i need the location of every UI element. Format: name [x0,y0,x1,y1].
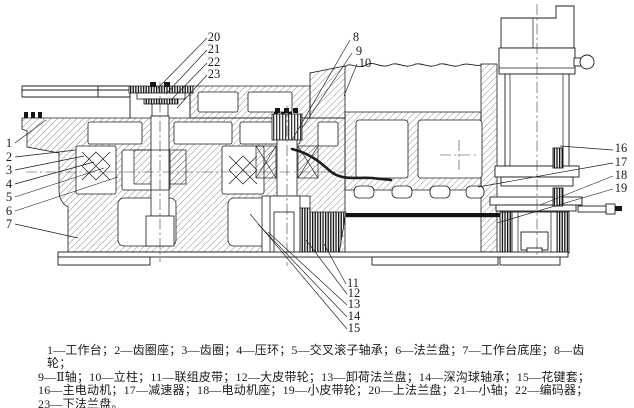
callout-18: 18 [615,168,628,182]
pulley-grooves [299,207,311,255]
thick-break-curve [290,147,393,182]
encoder-body [136,92,186,100]
eyebolt [579,54,595,70]
crossed-roller-bearing-center [228,155,258,185]
callout-17: 17 [615,155,628,169]
flange-bolt-top [552,147,564,169]
callout-1: 1 [6,136,12,150]
assembly-drawing: 1 2 3 4 5 6 7 8 9 10 11 12 13 14 15 16 1… [6,4,627,335]
crossed-roller-bearing-left [81,151,111,181]
belt-run [346,213,500,218]
callout-6: 6 [6,204,12,218]
motor-seat-plate1 [489,196,583,206]
callout-23: 23 [208,67,221,81]
callout-2: 2 [6,150,12,164]
legend: 1—工作台；2—齿圈座；3—齿圈；4—压环；5—交叉滚子轴承；6—法兰盘；7—工… [38,343,604,408]
legend-line-1: 1—工作台；2—齿圈座；3—齿圈；4—压环；5—交叉滚子轴承；6—法兰盘；7—工… [47,343,585,371]
callout-20: 20 [208,30,221,44]
column-break-line [344,63,482,68]
callout-22: 22 [208,55,221,69]
callout-5: 5 [6,190,12,204]
small-shaft-bearings [133,149,187,185]
legend-line-4: 23—下法兰盘。 [38,396,124,408]
flange-bolt-bottom [552,187,564,207]
callout-13: 13 [348,297,361,311]
legend-line-2: 9—Ⅱ轴；10—立柱；11—联组皮带；12—大皮带轮；13—卸荷法兰盘；14—深… [38,369,591,384]
callout-7: 7 [6,217,12,231]
small-pulley [499,211,570,254]
base-plates [57,251,569,266]
legend-line-3: 16—主电动机；17—减速器；18—电动机座；19—小皮带轮；20—上法兰盘；2… [38,383,589,398]
callout-9: 9 [356,44,362,58]
callout-16: 16 [615,141,628,155]
adjust-rod [577,205,609,213]
column-wall-section [480,63,498,253]
motor-assembly [489,5,622,254]
leader-lines [14,37,614,330]
motor-top-bracket [500,5,575,49]
bearings [81,145,319,185]
callout-12: 12 [348,286,361,300]
column-top-section [309,65,346,119]
break-lines [290,63,482,182]
callout-4: 4 [6,177,13,191]
callout-8: 8 [353,30,359,44]
motor-seat-plate2 [495,204,577,212]
callout-10: 10 [359,56,372,70]
centerlines [26,4,538,266]
callout-21: 21 [208,42,221,56]
callout-11: 11 [347,276,359,290]
lower-flange [143,98,179,105]
callout-19: 19 [615,181,628,195]
callout-numbers: 1 2 3 4 5 6 7 8 9 10 11 12 13 14 15 16 1… [6,30,627,335]
shaft2-bearings [255,145,319,179]
callout-15: 15 [348,321,361,335]
adjust-knob [605,203,616,215]
callout-14: 14 [348,309,361,323]
callout-3: 3 [6,163,12,177]
